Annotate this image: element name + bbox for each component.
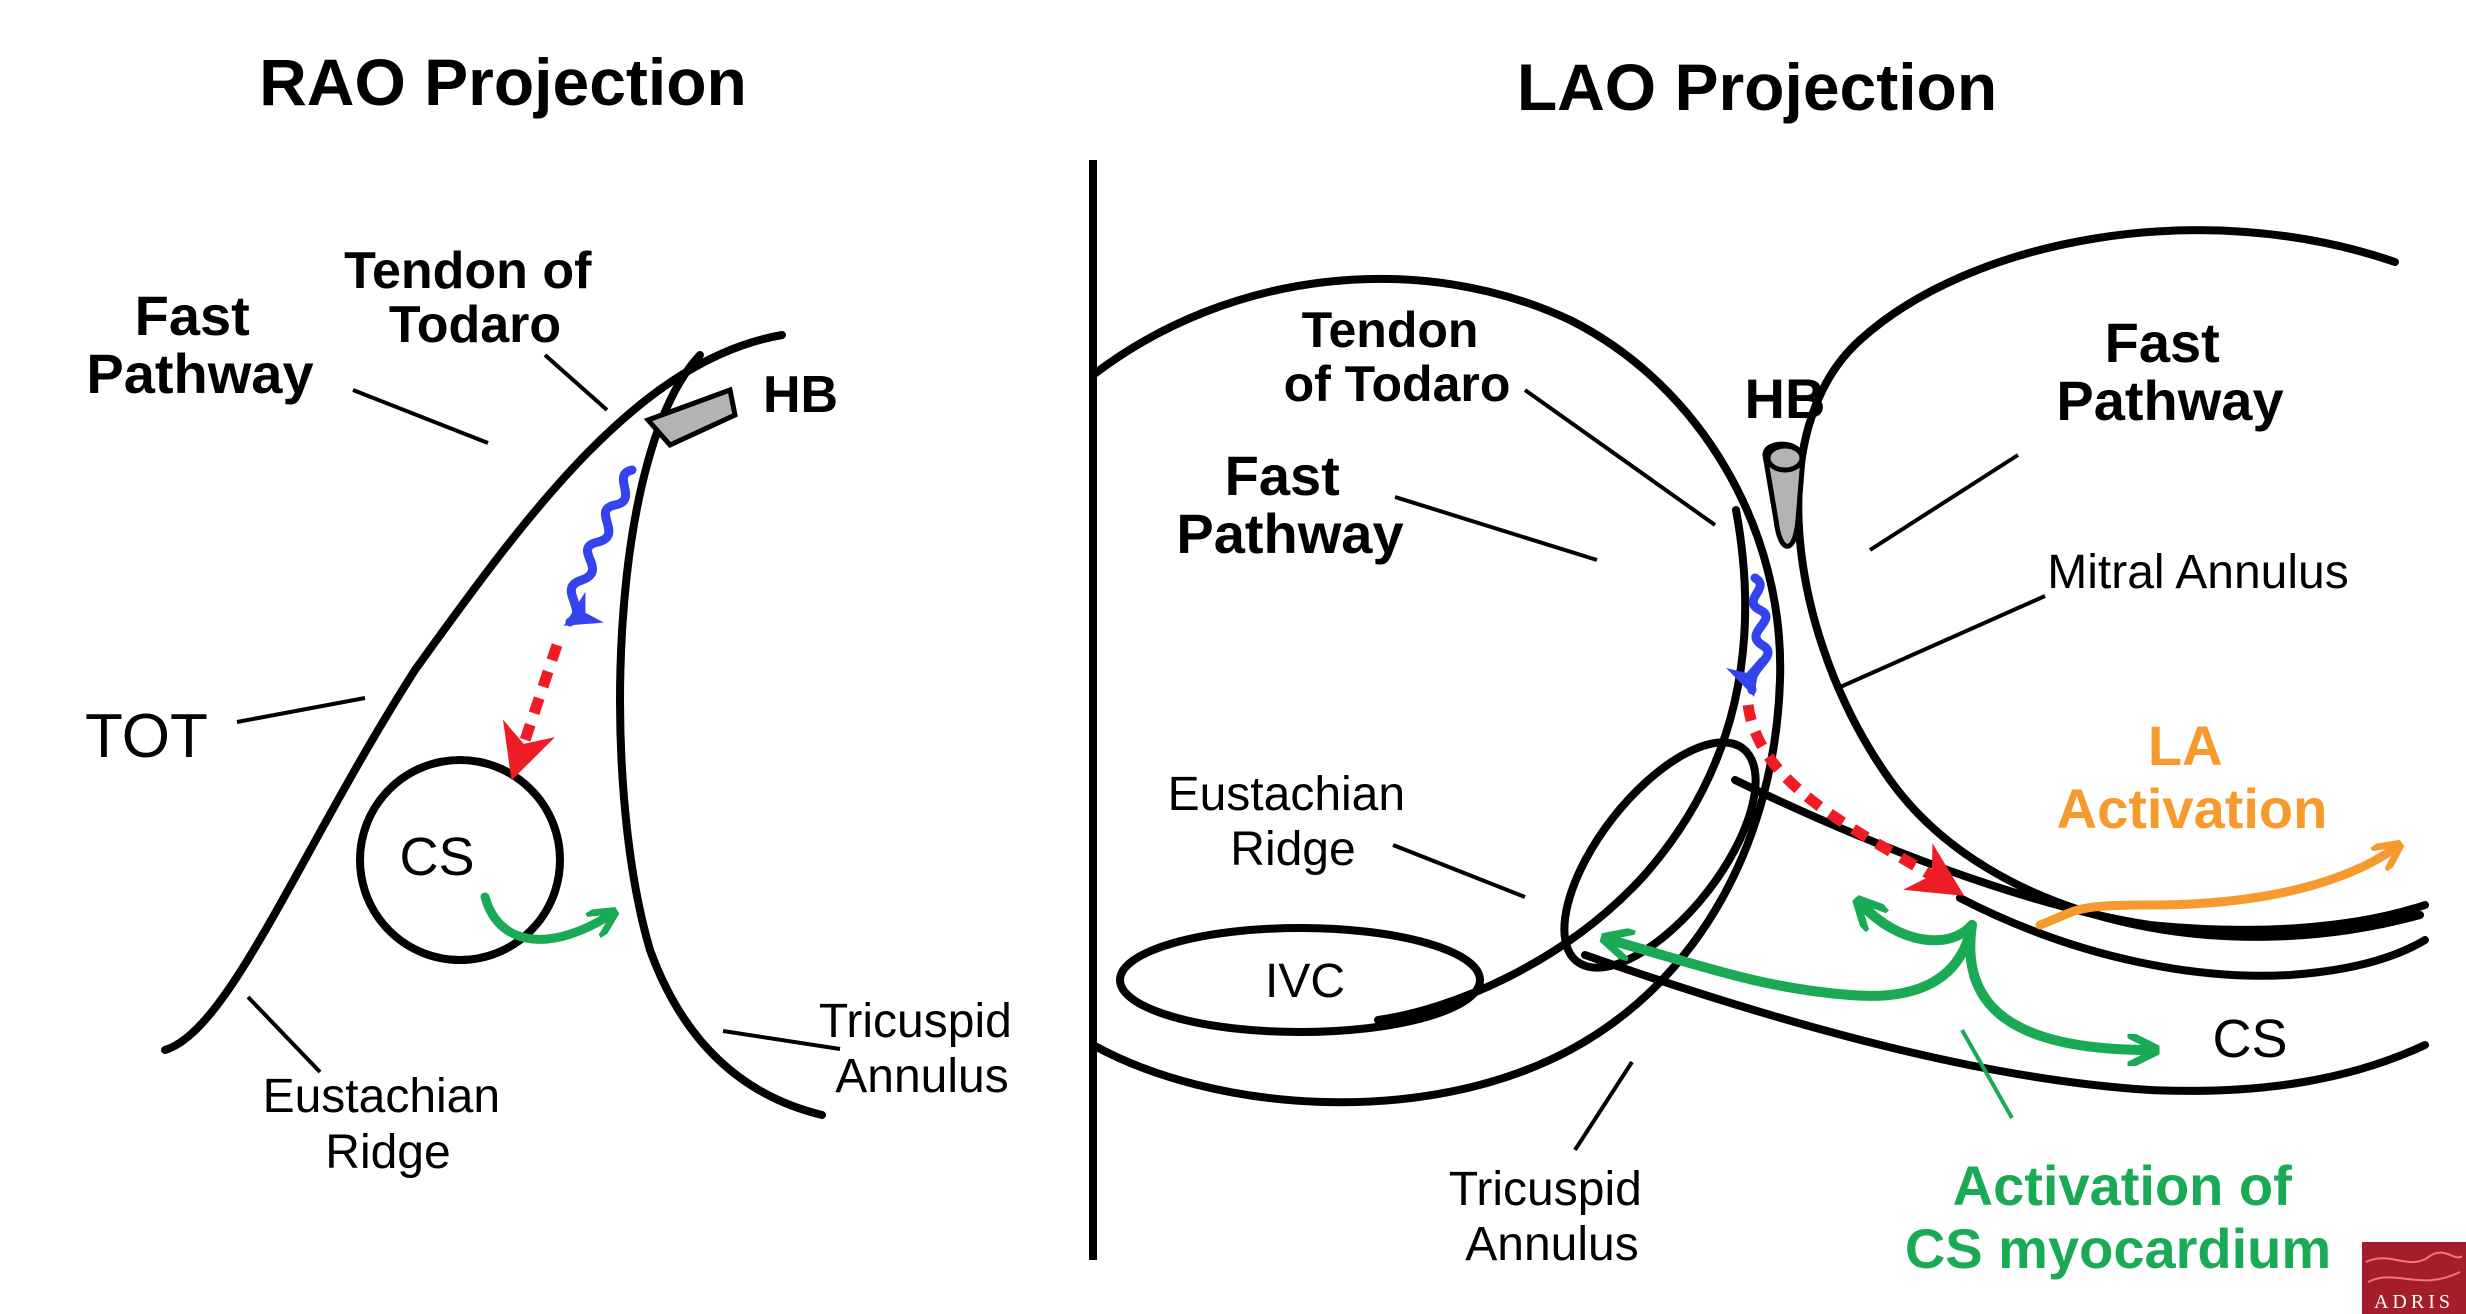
lao-eustachian-leader [1392, 843, 1526, 899]
rao-panel: RAO Projection Fast Pathway Tendon of To… [85, 45, 1025, 1179]
rao-title: RAO Projection [259, 45, 747, 119]
lao-tendon-leader [1523, 388, 1717, 527]
lao-tendon-of-todaro-label: Tendon of Todaro [1284, 302, 1511, 412]
lao-red-dotted-arrow [1742, 704, 1965, 896]
lao-fast-pathway-right-label: Fast Pathway [2056, 311, 2283, 432]
rao-red-dotted-arrow [502, 643, 563, 781]
rao-hb-shape [643, 386, 738, 449]
adris-logo: ADRIS [2362, 1242, 2466, 1314]
lao-cs-myocardium-label: Activation of CS myocardium [1905, 1154, 2331, 1280]
rao-tendon-of-todaro-label: Tendon of Todaro [344, 242, 606, 354]
lao-cs-lower-wall [1581, 951, 2429, 1095]
rao-tendon-leader [543, 353, 609, 412]
rao-tot-curve [161, 331, 786, 1054]
lao-mitral-annulus-label: Mitral Annulus [2047, 546, 2348, 599]
rao-blue-wave-arrow [563, 465, 637, 627]
lao-cs-upper-wall [1731, 776, 2429, 934]
lao-mitral-annulus-leader [1837, 594, 2046, 690]
lao-cs-middle-wall [1956, 894, 2429, 980]
lao-fast-pathway-left-label: Fast Pathway [1176, 444, 1403, 565]
adris-logo-text: ADRIS [2374, 1291, 2454, 1313]
lao-green-arrow-up [1862, 905, 1977, 946]
rao-cs-label: CS [399, 827, 474, 887]
rao-fast-pathway-leader [352, 388, 489, 445]
lao-green-arrow-left [1610, 920, 1977, 1001]
lao-tricuspid-annulus-label: Tricuspid Annulus [1449, 1163, 1655, 1271]
lao-cs-ostium-ellipse [1560, 738, 1760, 972]
rao-tot-label: TOT [85, 702, 208, 771]
lao-la-activation-label: LA Activation [2057, 714, 2328, 840]
lao-panel: LAO Projection Tendon of Todaro [1089, 50, 2429, 1280]
lao-tendon-curve [1374, 506, 1750, 1024]
rao-cs-circle [356, 756, 564, 964]
lao-blue-wave-arrow [1726, 573, 1773, 697]
lao-ivc-ellipse [1116, 924, 1484, 1036]
rao-tricuspid-leader [722, 1029, 841, 1051]
rao-tricuspid-annulus-curve [616, 351, 826, 1119]
rao-eustachian-ridge-label: Eustachian Ridge [263, 1070, 514, 1179]
rao-fast-pathway-label: Fast Pathway [86, 284, 313, 405]
rao-hb-label: HB [763, 366, 838, 424]
lao-fast-pathway-right-leader [1868, 453, 2020, 552]
lao-cs-label: CS [2212, 1009, 2287, 1069]
rao-tot-leader [236, 696, 366, 724]
lao-cs-myocardium-leader [1960, 1029, 2014, 1119]
rao-tricuspid-annulus-label: Tricuspid Annulus [819, 995, 1025, 1103]
lao-hb-label: HB [1745, 367, 1826, 430]
lao-ivc-label: IVC [1265, 955, 1345, 1008]
rao-eustachian-leader [246, 995, 322, 1074]
lao-tricuspid-leader [1573, 1060, 1634, 1152]
lao-tricuspid-annulus-circle [1089, 274, 1785, 1107]
lao-hb-top [1765, 443, 1805, 473]
lao-green-arrow-right [1965, 920, 2150, 1050]
lao-fast-pathway-left-leader [1394, 495, 1598, 562]
lao-title: LAO Projection [1517, 50, 1997, 124]
rao-green-cs-arrow [480, 892, 610, 944]
lao-orange-la-arrow [2035, 848, 2395, 930]
lao-eustachian-ridge-label: Eustachian Ridge [1168, 768, 1419, 876]
